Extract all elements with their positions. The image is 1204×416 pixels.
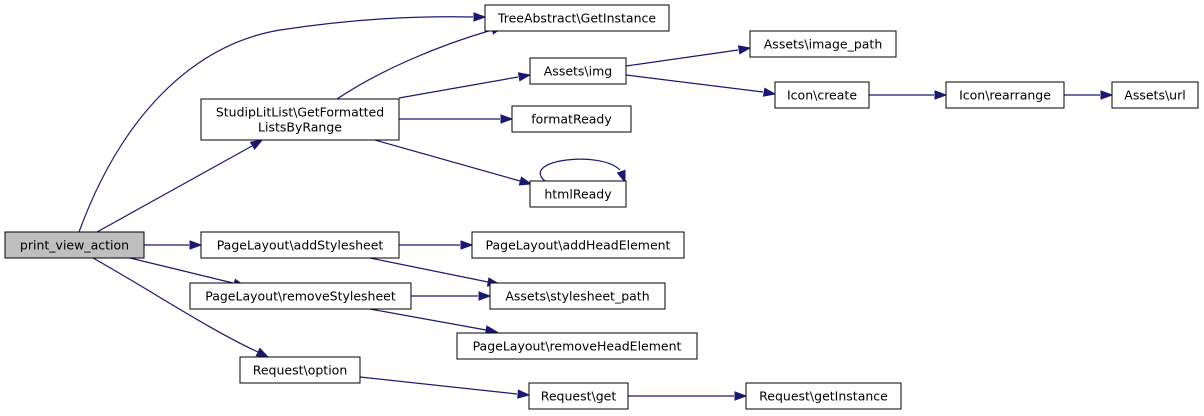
- node-formatReady[interactable]: formatReady: [511, 105, 632, 133]
- arrowhead-print_view_action-to-treeGetInstance: [473, 12, 487, 22]
- node-requestOption[interactable]: Request\option: [239, 356, 361, 384]
- node-label-treeGetInstance: TreeAbstract\GetInstance: [497, 11, 656, 26]
- node-iconCreate[interactable]: Icon\create: [774, 81, 870, 109]
- edge-print_view_action-to-getFormatted: [96, 145, 253, 233]
- node-box-treeGetInstance: [484, 4, 670, 32]
- node-box-getFormatted: [200, 98, 400, 141]
- edge-print_view_action-to-treeGetInstance: [78, 16, 474, 233]
- node-box-stylesheetPath: [489, 282, 666, 310]
- arrowhead-requestGet-to-requestGetInstance: [734, 391, 748, 401]
- node-box-removeStylesheet: [189, 282, 412, 310]
- arrowhead-print_view_action-to-addStylesheet: [189, 240, 203, 250]
- node-label-iconRearrange: Icon\rearrange: [959, 88, 1051, 103]
- arrowhead-removeStylesheet-to-stylesheetPath: [478, 291, 492, 301]
- arrowhead-addStylesheet-to-addHeadElement: [460, 240, 474, 250]
- node-assetsImagePath[interactable]: Assets\image_path: [749, 30, 897, 58]
- node-label-assetsUrl: Assets\url: [1124, 88, 1185, 103]
- node-htmlReady[interactable]: htmlReady: [529, 180, 627, 208]
- node-box-print_view_action: [4, 231, 145, 259]
- edge-htmlReady-to-htmlReady: [539, 158, 621, 182]
- node-label-requestGet: Request\get: [541, 389, 617, 404]
- edge-removeStylesheet-to-removeHeadElement: [369, 308, 487, 331]
- node-box-addHeadElement: [471, 231, 685, 259]
- node-iconRearrange[interactable]: Icon\rearrange: [945, 81, 1065, 109]
- edge-addStylesheet-to-stylesheetPath: [369, 257, 489, 283]
- node-box-iconRearrange: [945, 81, 1065, 109]
- node-box-formatReady: [511, 105, 632, 133]
- nodes-layer: print_view_action StudipLitList\GetFormat…: [4, 4, 1199, 410]
- node-box-assetsImagePath: [749, 30, 897, 58]
- arrowhead-iconCreate-to-iconRearrange: [934, 90, 948, 100]
- edge-getFormatted-to-assetsImg: [398, 76, 519, 99]
- node-label-getFormatted-line2: ListsByRange: [258, 120, 342, 135]
- node-label-removeStylesheet: PageLayout\removeStylesheet: [205, 289, 396, 304]
- node-label-addStylesheet: PageLayout\addStylesheet: [217, 238, 384, 253]
- node-box-iconCreate: [774, 81, 870, 109]
- node-addHeadElement[interactable]: PageLayout\addHeadElement: [471, 231, 685, 259]
- node-label-removeHeadElement: PageLayout\removeHeadElement: [473, 339, 682, 354]
- arrowhead-getFormatted-to-htmlReady: [518, 176, 533, 186]
- node-removeStylesheet[interactable]: PageLayout\removeStylesheet: [189, 282, 412, 310]
- node-label-formatReady: formatReady: [531, 112, 612, 127]
- arrowhead-print_view_action-to-getFormatted: [249, 139, 264, 150]
- arrowhead-requestOption-to-requestGet: [517, 389, 531, 399]
- node-label-htmlReady: htmlReady: [544, 187, 612, 202]
- node-box-requestGetInstance: [745, 382, 902, 410]
- node-label-requestGetInstance: Request\getInstance: [759, 389, 888, 404]
- edge-assetsImg-to-assetsImagePath: [625, 49, 739, 67]
- edge-getFormatted-to-htmlReady: [374, 139, 521, 182]
- node-print_view_action[interactable]: print_view_action: [4, 231, 145, 259]
- node-box-requestOption: [239, 356, 361, 384]
- edge-print_view_action-to-requestOption: [92, 257, 259, 353]
- node-box-requestGet: [528, 382, 629, 410]
- node-assetsImg[interactable]: Assets\img: [529, 57, 627, 85]
- node-removeHeadElement[interactable]: PageLayout\removeHeadElement: [456, 332, 698, 360]
- node-box-addStylesheet: [200, 231, 400, 259]
- arrowhead-getFormatted-to-formatReady: [500, 114, 514, 124]
- node-box-removeHeadElement: [456, 332, 698, 360]
- node-assetsUrl[interactable]: Assets\url: [1111, 81, 1199, 109]
- edge-print_view_action-to-removeStylesheet: [129, 257, 234, 284]
- node-box-assetsUrl: [1111, 81, 1199, 109]
- node-requestGetInstance[interactable]: Request\getInstance: [745, 382, 902, 410]
- node-addStylesheet[interactable]: PageLayout\addStylesheet: [200, 231, 400, 259]
- node-box-htmlReady: [529, 180, 627, 208]
- edge-requestOption-to-requestGet: [359, 376, 518, 395]
- node-stylesheetPath[interactable]: Assets\stylesheet_path: [489, 282, 666, 310]
- arrowhead-assetsImg-to-assetsImagePath: [737, 45, 752, 55]
- node-box-assetsImg: [529, 57, 627, 85]
- node-label-requestOption: Request\option: [253, 363, 348, 378]
- node-label-getFormatted-line1: StudipLitList\GetFormatted: [216, 105, 384, 120]
- arrowhead-print_view_action-to-requestOption: [255, 347, 270, 358]
- node-label-print_view_action: print_view_action: [20, 238, 129, 253]
- edge-getFormatted-to-treeGetInstance: [336, 29, 493, 100]
- node-requestGet[interactable]: Request\get: [528, 382, 629, 410]
- node-label-assetsImagePath: Assets\image_path: [764, 37, 883, 52]
- node-label-addHeadElement: PageLayout\addHeadElement: [486, 238, 671, 253]
- node-label-stylesheetPath: Assets\stylesheet_path: [505, 289, 649, 304]
- node-label-assetsImg: Assets\img: [544, 64, 612, 79]
- arrowhead-htmlReady-to-htmlReady: [616, 169, 626, 184]
- arrowhead-assetsImg-to-iconCreate: [762, 87, 777, 97]
- node-treeGetInstance[interactable]: TreeAbstract\GetInstance: [484, 4, 670, 32]
- arrowhead-getFormatted-to-assetsImg: [517, 72, 532, 82]
- edge-assetsImg-to-iconCreate: [625, 74, 764, 93]
- node-label-iconCreate: Icon\create: [787, 88, 857, 103]
- arrowhead-iconRearrange-to-assetsUrl: [1100, 90, 1114, 100]
